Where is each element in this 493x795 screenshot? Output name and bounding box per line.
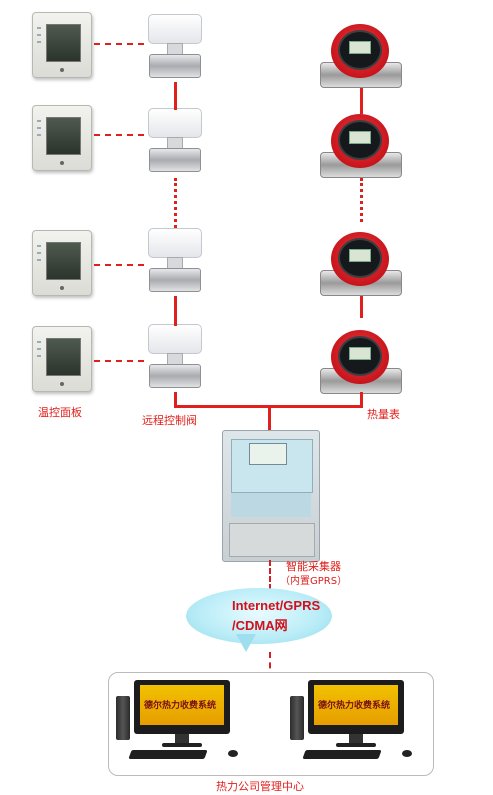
mouse-right bbox=[402, 750, 412, 757]
panel-buttons bbox=[37, 245, 42, 266]
panel-valve-link-3 bbox=[94, 264, 144, 266]
panel-indicator bbox=[60, 286, 64, 290]
valve-actuator bbox=[148, 324, 202, 354]
center-label: 热力公司管理中心 bbox=[216, 780, 304, 793]
monitor-stand-right bbox=[349, 734, 363, 744]
panel-buttons bbox=[37, 341, 42, 362]
valve-label: 远程控制阀 bbox=[142, 414, 197, 427]
panel-buttons bbox=[37, 27, 42, 48]
heat-meter-1 bbox=[318, 10, 402, 90]
network-label-line2: /CDMA网 bbox=[232, 618, 288, 633]
valve-actuator bbox=[148, 14, 202, 44]
bus-drop bbox=[268, 405, 271, 431]
thermostat-label: 温控面板 bbox=[38, 406, 82, 419]
panel-indicator bbox=[60, 161, 64, 165]
thermostat-panel-1 bbox=[32, 12, 92, 78]
monitor-screen-left: 德尔热力收费系统 bbox=[140, 685, 224, 725]
monitor-stand-left bbox=[175, 734, 189, 744]
valve-gap-dots bbox=[174, 178, 177, 228]
screen-title-right: 德尔热力收费系统 bbox=[318, 701, 391, 711]
panel-valve-link-1 bbox=[94, 43, 144, 45]
monitor-screen-right: 德尔热力收费系统 bbox=[314, 685, 398, 725]
heat-meter-2 bbox=[318, 100, 402, 180]
heat-meter-3 bbox=[318, 218, 402, 298]
meter-pipe-1 bbox=[360, 88, 363, 114]
valve-body bbox=[149, 268, 201, 292]
thermostat-panel-3 bbox=[32, 230, 92, 296]
control-valve-1 bbox=[148, 14, 204, 84]
keyboard-left bbox=[128, 750, 208, 759]
keyboard-right bbox=[302, 750, 382, 759]
valve-body bbox=[149, 148, 201, 172]
valve-body bbox=[149, 54, 201, 78]
meter-display bbox=[349, 131, 371, 144]
valve-body bbox=[149, 364, 201, 388]
panel-screen bbox=[46, 338, 81, 376]
heat-meter-4 bbox=[318, 316, 402, 396]
panel-valve-link-4 bbox=[94, 360, 144, 362]
panel-screen bbox=[46, 242, 81, 280]
meter-gap-dots bbox=[360, 178, 363, 222]
meter-pipe-3 bbox=[360, 392, 363, 406]
collector-label-plate bbox=[231, 493, 311, 517]
monitor-base-left bbox=[162, 743, 202, 747]
meter-label: 热量表 bbox=[367, 408, 400, 421]
control-valve-3 bbox=[148, 228, 204, 298]
network-label-line1: Internet/GPRS bbox=[232, 598, 321, 613]
collector-cloud-link bbox=[269, 560, 271, 590]
valve-pipe-3 bbox=[174, 392, 177, 406]
smart-collector bbox=[222, 430, 320, 562]
valve-actuator bbox=[148, 108, 202, 138]
mouse-left bbox=[228, 750, 238, 757]
collector-display bbox=[249, 443, 287, 465]
monitor-right: 德尔热力收费系统 bbox=[308, 680, 404, 734]
control-valve-2 bbox=[148, 108, 204, 178]
panel-valve-link-2 bbox=[94, 134, 144, 136]
collector-label: 智能采集器 bbox=[286, 560, 341, 573]
panel-indicator bbox=[60, 68, 64, 72]
monitor-base-right bbox=[336, 743, 376, 747]
valve-pipe-1 bbox=[174, 82, 177, 110]
network-cloud bbox=[186, 588, 332, 644]
computer-tower-right bbox=[290, 696, 304, 740]
cloud-pointer bbox=[236, 634, 256, 652]
panel-screen bbox=[46, 24, 81, 62]
computer-tower-left bbox=[116, 696, 130, 740]
monitor-left: 德尔热力收费系统 bbox=[134, 680, 230, 734]
collector-terminal-cover bbox=[229, 523, 315, 557]
panel-indicator bbox=[60, 382, 64, 386]
thermostat-panel-2 bbox=[32, 105, 92, 171]
valve-pipe-2 bbox=[174, 296, 177, 326]
meter-display bbox=[349, 249, 371, 262]
screen-title-left: 德尔热力收费系统 bbox=[144, 701, 217, 711]
control-valve-4 bbox=[148, 324, 204, 394]
meter-pipe-2 bbox=[360, 296, 363, 318]
thermostat-panel-4 bbox=[32, 326, 92, 392]
meter-display bbox=[349, 41, 371, 54]
valve-actuator bbox=[148, 228, 202, 258]
collector-sublabel: （内置GPRS） bbox=[280, 576, 348, 587]
panel-buttons bbox=[37, 120, 42, 141]
panel-screen bbox=[46, 117, 81, 155]
meter-display bbox=[349, 347, 371, 360]
